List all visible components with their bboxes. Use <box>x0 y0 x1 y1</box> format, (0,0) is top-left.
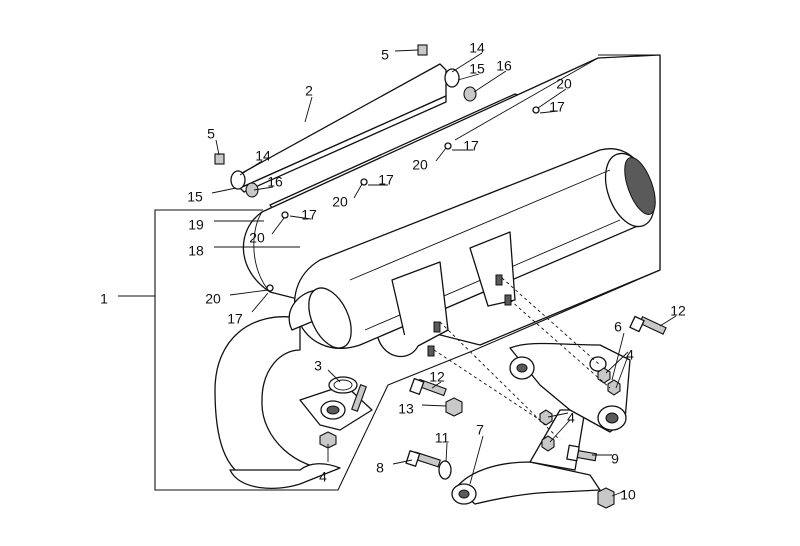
callout-number: 4 <box>626 347 634 363</box>
exhaust-pipe <box>214 287 352 489</box>
flange-stud <box>351 384 367 412</box>
callout-number: 12 <box>670 303 686 319</box>
callout-number: 17 <box>463 138 479 154</box>
callout-number: 8 <box>376 460 384 476</box>
callout-number: 16 <box>267 174 283 190</box>
callout-number: 17 <box>227 311 243 327</box>
callout-number: 1 <box>100 291 108 307</box>
mount-studs <box>427 274 512 357</box>
callout-number: 13 <box>398 401 414 417</box>
callout-number: 12 <box>429 369 445 385</box>
callout-number: 15 <box>469 61 485 77</box>
nut-13 <box>445 397 463 417</box>
callout-number: 7 <box>476 422 484 438</box>
bolt-12-lower <box>409 378 447 397</box>
callout-number: 20 <box>556 76 572 92</box>
bolt-12-upper <box>629 315 667 335</box>
callout-number: 2 <box>305 83 313 99</box>
nut-10 <box>597 487 615 509</box>
callout-number: 17 <box>378 172 394 188</box>
callout-number: 4 <box>319 469 327 485</box>
callout-number: 4 <box>567 410 575 426</box>
nuts-4 <box>539 367 621 452</box>
callout-number: 16 <box>496 58 512 74</box>
washer-11 <box>438 460 452 480</box>
callout-number: 9 <box>611 451 619 467</box>
callout-number: 6 <box>614 319 622 335</box>
bolt-9 <box>566 444 598 462</box>
callout-number: 5 <box>207 126 215 142</box>
callout-number: 18 <box>188 243 204 259</box>
gasket-ring <box>328 376 358 394</box>
flange-nut <box>319 431 337 449</box>
callout-leaders <box>211 49 677 497</box>
callout-number: 14 <box>255 148 271 164</box>
bolt-8 <box>405 450 441 468</box>
callout-number: 17 <box>301 207 317 223</box>
callout-number: 20 <box>332 194 348 210</box>
muffler-mount-right <box>469 231 516 307</box>
callout-number: 20 <box>412 157 428 173</box>
callout-number: 14 <box>469 40 485 56</box>
shield-hardware <box>214 44 540 292</box>
callout-number: 10 <box>620 487 636 503</box>
assembly-axes <box>433 277 611 441</box>
callout-number: 17 <box>549 99 565 115</box>
callout-number: 15 <box>187 189 203 205</box>
callout-number: 11 <box>435 430 450 446</box>
callout-number: 5 <box>381 47 389 63</box>
callout-number: 20 <box>249 230 265 246</box>
callout-number: 20 <box>205 291 221 307</box>
engine-mount-plate <box>509 342 631 433</box>
callout-number: 3 <box>314 358 322 374</box>
callout-number: 19 <box>188 217 204 233</box>
